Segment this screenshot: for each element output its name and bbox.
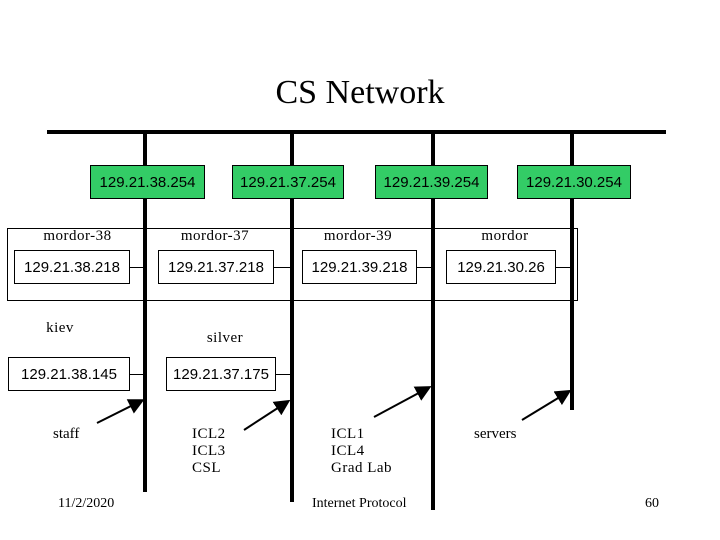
router-30: 129.21.30.254: [517, 165, 631, 199]
router-38: 129.21.38.254: [90, 165, 205, 199]
subnet-line-38: [143, 130, 147, 492]
subnet-label-staff: staff: [53, 426, 80, 442]
slide-title: CS Network: [275, 74, 445, 111]
arrow-staff: [96, 399, 145, 424]
arrow-icl2: [243, 399, 291, 431]
subnet-label-icl2: ICL2 ICL3 CSL: [192, 426, 226, 476]
host-name-kiev: kiev: [46, 320, 74, 336]
footer-date: 11/2/2020: [58, 496, 115, 511]
subnet-line-30: [570, 130, 574, 410]
host-ip-mordor-37: 129.21.37.218: [158, 250, 274, 284]
host-ip-mordor-38: 129.21.38.218: [14, 250, 130, 284]
host-ip-mordor: 129.21.30.26: [446, 250, 556, 284]
subnet-label-icl1: ICL1 ICL4 Grad Lab: [331, 426, 393, 476]
host-ip-silver: 129.21.37.175: [166, 357, 276, 391]
backbone-line: [47, 130, 666, 134]
page-number: 60: [645, 496, 659, 511]
mordor-group-box: [7, 228, 578, 301]
host-ip-kiev: 129.21.38.145: [8, 357, 130, 391]
host-name-mordor-37: mordor-37: [180, 228, 250, 244]
router-39: 129.21.39.254: [375, 165, 488, 199]
subnet-line-37: [290, 130, 294, 502]
host-ip-mordor-39: 129.21.39.218: [302, 250, 417, 284]
subnet-line-39: [431, 130, 435, 510]
arrow-icl1: [373, 386, 432, 418]
host-name-mordor: mordor: [481, 228, 529, 244]
subnet-label-servers: servers: [474, 426, 517, 442]
host-name-mordor-39: mordor-39: [323, 228, 393, 244]
router-37: 129.21.37.254: [232, 165, 344, 199]
footer-title: Internet Protocol: [312, 496, 407, 511]
host-name-silver: silver: [206, 330, 244, 346]
host-name-mordor-38: mordor-38: [43, 228, 112, 244]
arrow-servers: [521, 389, 572, 421]
